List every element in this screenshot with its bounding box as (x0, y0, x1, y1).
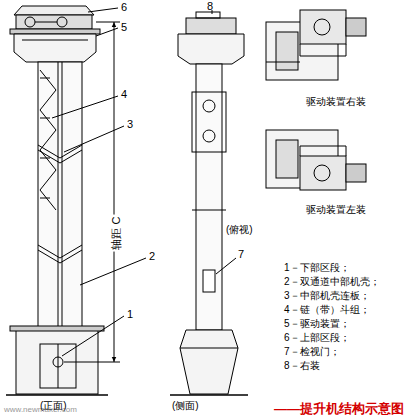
legend-item: 3－中部机壳连板； (284, 290, 370, 301)
front-view (6, 6, 146, 395)
callout-number: 8 (207, 0, 213, 12)
view-label: (正面) (40, 400, 67, 411)
legend-item: 2－双通道中部机壳； (284, 276, 380, 287)
legend-item: 4－链（带）斗组； (284, 304, 370, 315)
callout-number: 2 (149, 250, 155, 262)
side-view (170, 10, 248, 395)
top-view-right (266, 10, 366, 80)
view-label: (侧面) (172, 400, 199, 411)
callout-number: 5 (121, 21, 127, 33)
legend-item: 6－上部区段； (284, 332, 350, 343)
callout-number: 6 (121, 1, 127, 13)
view-label: 驱动装置右装 (306, 96, 366, 107)
legend-item: 7－检视门； (284, 346, 340, 357)
view-label: (俯视) (226, 224, 253, 235)
figure-caption: ——提升机结构示意图 (274, 400, 404, 418)
top-view-left (266, 130, 366, 190)
dimension-label: 轴距 C (109, 215, 123, 252)
callout-number: 3 (127, 118, 133, 130)
view-label: 驱动装置左装 (306, 204, 366, 215)
callout-number: 1 (127, 308, 133, 320)
legend-item: 5－驱动装置； (284, 318, 350, 329)
callout-number: 7 (238, 248, 244, 260)
legend-item: 1－下部区段； (284, 262, 350, 273)
legend-item: 8－右装 (284, 360, 320, 371)
callout-number: 4 (121, 88, 127, 100)
